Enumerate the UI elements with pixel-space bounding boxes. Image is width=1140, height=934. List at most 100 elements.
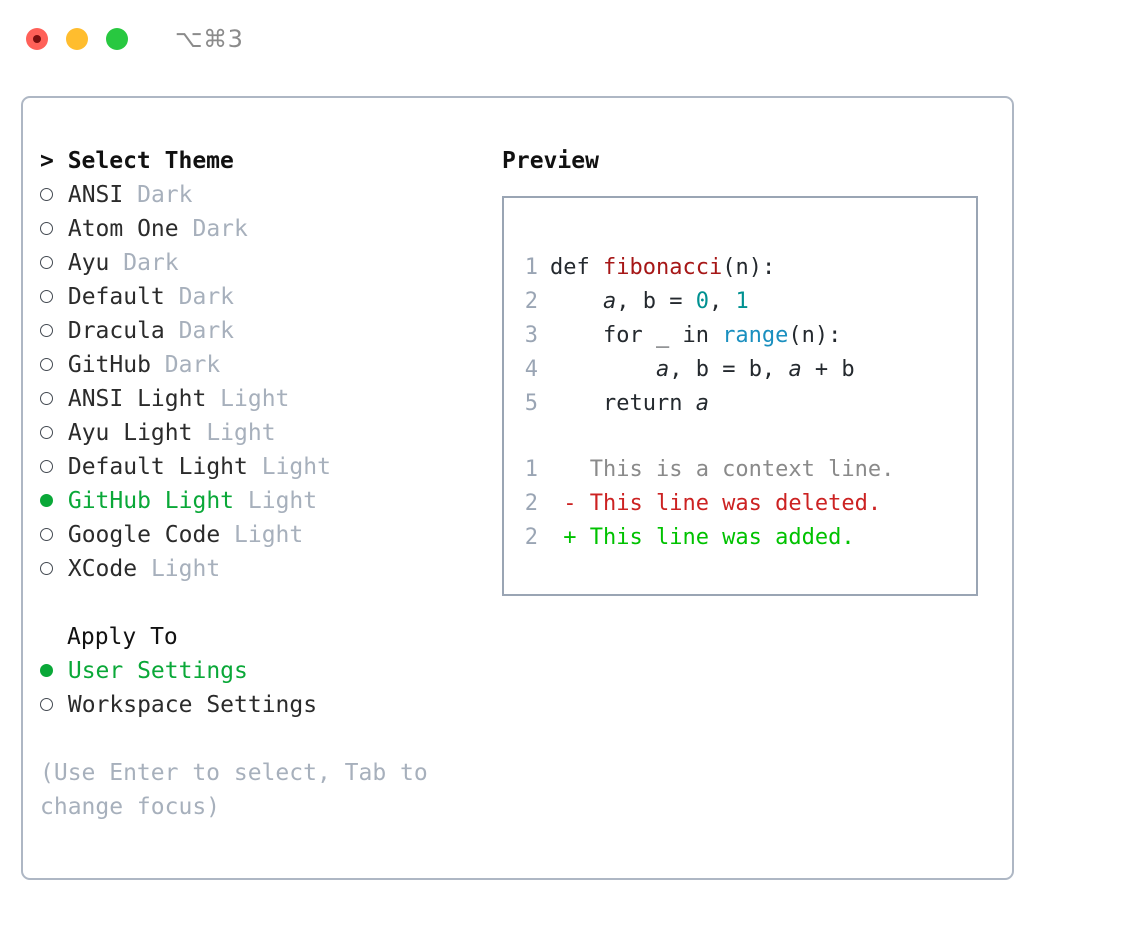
code-token-fn: fibonacci: [602, 255, 723, 280]
theme-option-xcode[interactable]: XCode Light: [40, 552, 489, 586]
diff-line-text: - This line was deleted.: [550, 491, 882, 516]
select-theme-header: > Select Theme: [40, 148, 234, 174]
theme-option-google-code[interactable]: Google Code Light: [40, 518, 489, 552]
code-token-plain: (n):: [722, 255, 776, 280]
apply-to-option-workspace-settings[interactable]: Workspace Settings: [40, 688, 489, 722]
theme-option-label: Google Code: [54, 522, 235, 548]
bullet: [40, 222, 53, 235]
theme-option-ayu-light[interactable]: Ayu Light Light: [40, 416, 489, 450]
theme-option-label: Default Light: [54, 454, 262, 480]
theme-option-github[interactable]: GitHub Dark: [40, 348, 489, 382]
theme-option-kind: Dark: [178, 284, 235, 310]
keyboard-shortcut-label: ⌥⌘3: [175, 25, 244, 53]
code-line: 2 a, b = 0, 1: [524, 285, 976, 319]
theme-option-atom-one[interactable]: Atom One Dark: [40, 212, 489, 246]
radio-icon: [40, 280, 54, 314]
code-token-plain: b: [642, 289, 656, 314]
spacer: [40, 586, 489, 620]
theme-option-label: Ayu: [54, 250, 124, 276]
left-pane: > Select Theme ANSI Dark Atom One Dark A…: [23, 144, 489, 878]
minimize-button[interactable]: [66, 28, 88, 50]
theme-option-default[interactable]: Default Dark: [40, 280, 489, 314]
theme-option-kind: Dark: [137, 182, 193, 208]
theme-option-kind: Light: [206, 420, 276, 446]
radio-icon: [40, 212, 54, 246]
code-token-var: a: [788, 357, 802, 382]
theme-option-github-light[interactable]: GitHub Light Light: [40, 484, 489, 518]
bullet: [40, 494, 53, 507]
theme-list[interactable]: ANSI Dark Atom One Dark Ayu Dark Default…: [40, 178, 489, 586]
keyboard-hint: (Use Enter to select, Tab to change focu…: [40, 760, 428, 820]
code-line: 5 return a: [524, 387, 976, 421]
line-number: 4: [524, 357, 538, 382]
theme-option-default-light[interactable]: Default Light Light: [40, 450, 489, 484]
theme-selector-card: > Select Theme ANSI Dark Atom One Dark A…: [21, 96, 1014, 880]
theme-option-label: Default: [54, 284, 179, 310]
title-bar: ⌥⌘3: [0, 0, 1140, 78]
theme-option-kind: Dark: [123, 250, 179, 276]
code-token-builtin: range: [722, 323, 789, 348]
radio-icon: [40, 382, 54, 416]
radio-icon: [40, 246, 54, 280]
theme-option-label: Dracula: [54, 318, 179, 344]
apply-to-option-user-settings[interactable]: User Settings: [40, 654, 489, 688]
diff-line-text: + This line was added.: [550, 525, 855, 550]
code-token-plain: [550, 357, 656, 382]
code-token-plain: def: [550, 255, 603, 280]
code-token-plain: for _ in: [550, 323, 723, 348]
code-token-num: 0: [695, 289, 709, 314]
apply-to-header: Apply To: [67, 624, 178, 650]
code-token-plain: ,: [616, 289, 643, 314]
code-token-num: 1: [735, 289, 749, 314]
bullet: [40, 290, 53, 303]
radio-icon: [40, 450, 54, 484]
radio-selected-icon: [40, 484, 54, 518]
theme-option-ansi[interactable]: ANSI Dark: [40, 178, 489, 212]
theme-option-label: ANSI: [54, 182, 138, 208]
code-token-plain: return: [550, 391, 696, 416]
theme-option-kind: Light: [234, 522, 304, 548]
bullet: [40, 188, 53, 201]
line-number: 1: [524, 457, 538, 482]
radio-icon: [40, 178, 54, 212]
diff-line-context: 1 This is a context line.: [524, 453, 976, 487]
apply-to-list[interactable]: User Settings Workspace Settings: [40, 654, 489, 722]
theme-option-ayu[interactable]: Ayu Dark: [40, 246, 489, 280]
code-token-var: a: [695, 391, 709, 416]
record-dot-icon: [33, 35, 41, 43]
preview-title: Preview: [502, 148, 599, 174]
code-token-plain: (n):: [788, 323, 842, 348]
line-number: 2: [524, 491, 538, 516]
bullet: [40, 664, 53, 677]
bullet: [40, 698, 53, 711]
apply-to-option-label: Workspace Settings: [54, 692, 318, 718]
theme-option-ansi-light[interactable]: ANSI Light Light: [40, 382, 489, 416]
theme-option-kind: Light: [247, 488, 318, 514]
line-number: 2: [524, 289, 538, 314]
line-number: 2: [524, 525, 538, 550]
maximize-button[interactable]: [106, 28, 128, 50]
code-token-plain: ,: [708, 289, 736, 314]
theme-option-kind: Dark: [192, 216, 248, 242]
bullet: [40, 528, 53, 541]
theme-option-kind: Light: [150, 556, 221, 582]
theme-option-label: GitHub Light: [54, 488, 248, 514]
diff-line-added: 2 + This line was added.: [524, 521, 976, 555]
theme-option-kind: Light: [220, 386, 290, 412]
bullet: [40, 324, 53, 337]
radio-icon: [40, 552, 54, 586]
code-token-var: a: [602, 289, 617, 314]
close-button[interactable]: [26, 28, 48, 50]
window-controls: [26, 28, 128, 50]
theme-option-kind: Dark: [164, 352, 221, 378]
radio-icon: [40, 688, 54, 722]
radio-selected-icon: [40, 654, 54, 688]
theme-option-dracula[interactable]: Dracula Dark: [40, 314, 489, 348]
bullet: [40, 460, 53, 473]
bullet: [40, 256, 53, 269]
